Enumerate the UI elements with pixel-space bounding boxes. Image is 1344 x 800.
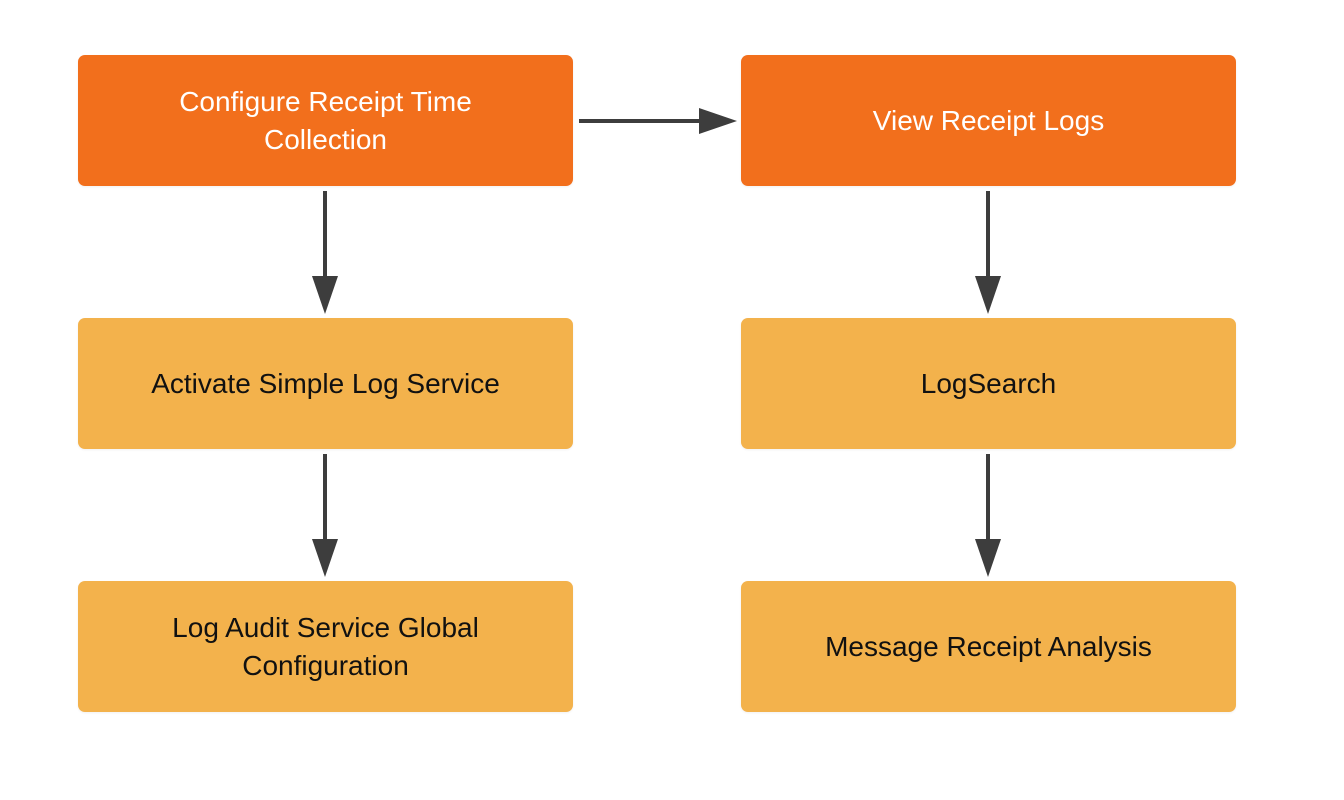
node-label: LogSearch [920, 367, 1057, 399]
node-label: Activate Simple Log Service [151, 367, 500, 399]
node-label: Configure Receipt Time Collection [179, 85, 472, 155]
arrow-configure-to-view [579, 108, 737, 134]
node-view-receipt-logs: View Receipt Logs [741, 55, 1236, 186]
arrow-logsearch-to-analysis [975, 454, 1001, 577]
node-log-audit-service-global-configuration: Log Audit Service Global Configuration [78, 581, 573, 712]
node-label: View Receipt Logs [872, 104, 1105, 136]
arrow-view-to-logsearch [975, 191, 1001, 314]
node-logsearch: LogSearch [741, 318, 1236, 449]
node-activate-simple-log-service: Activate Simple Log Service [78, 318, 573, 449]
node-label: Message Receipt Analysis [825, 630, 1152, 662]
node-message-receipt-analysis: Message Receipt Analysis [741, 581, 1236, 712]
node-label: Log Audit Service Global Configuration [172, 611, 479, 681]
node-configure-receipt-time-collection: Configure Receipt Time Collection [78, 55, 573, 186]
arrow-activate-to-audit [312, 454, 338, 577]
arrow-configure-to-activate [312, 191, 338, 314]
